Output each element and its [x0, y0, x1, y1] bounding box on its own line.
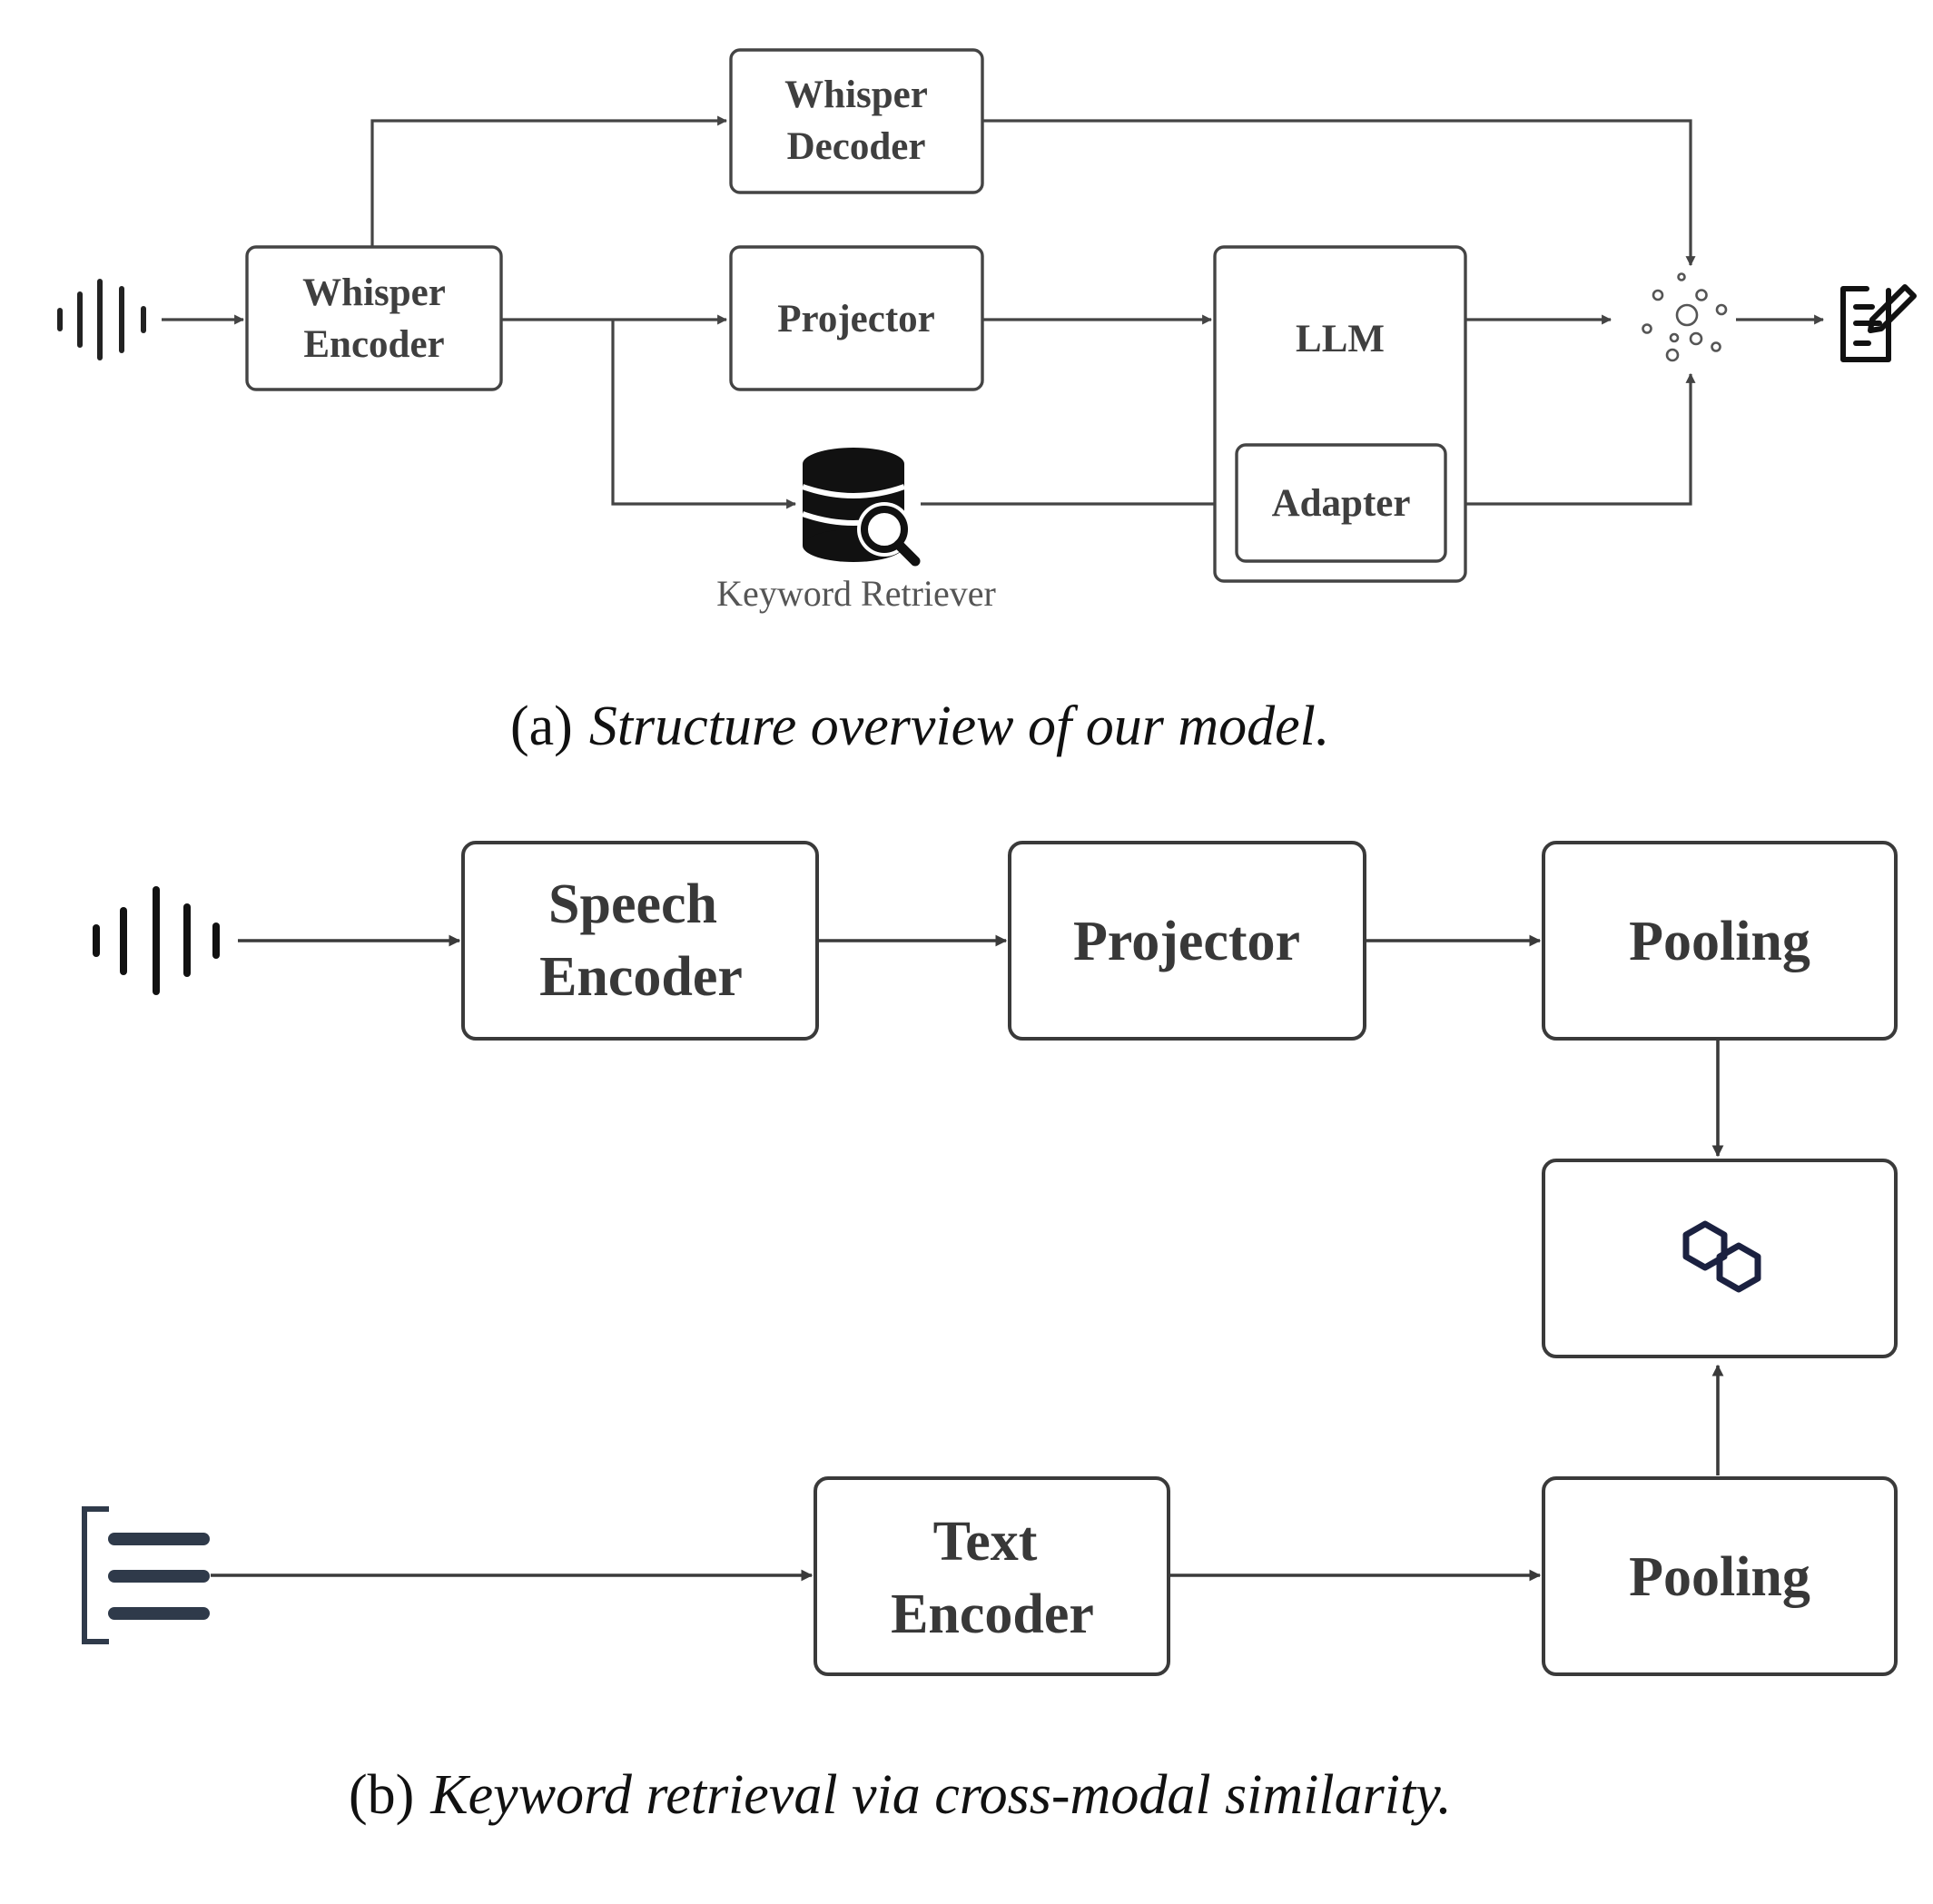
keyword-retriever-label: Keyword Retriever [716, 573, 996, 614]
text-encoder-label-line2: Encoder [891, 1583, 1094, 1645]
waveform-icon-b [93, 886, 220, 995]
speech-encoder-box: Speech Encoder [461, 841, 819, 1041]
linked-hexagons-icon [1682, 1220, 1761, 1293]
fusion-dots-icon [1642, 272, 1728, 362]
database-search-icon [801, 448, 921, 567]
pooling-label-top: Pooling [1629, 911, 1810, 972]
pooling-box-top: Pooling [1542, 841, 1898, 1041]
whisper-decoder-box: Whisper Decoder [729, 48, 984, 194]
adapter-label: Adapter [1272, 482, 1411, 525]
caption-a: (a) Structure overview of our model. [510, 696, 1329, 757]
panel-b: Speech Encoder Projector Pooling Text En… [82, 841, 1898, 1826]
caption-a-label: (a) [510, 696, 573, 757]
whisper-encoder-label-line1: Whisper [302, 271, 446, 314]
projector-label-a: Projector [777, 298, 934, 340]
projector-label-b: Projector [1073, 911, 1300, 972]
speech-encoder-label-line2: Encoder [539, 946, 743, 1008]
caption-a-text: Structure overview of our model. [589, 696, 1330, 757]
whisper-decoder-label-line1: Whisper [784, 74, 928, 116]
llm-label: LLM [1296, 318, 1385, 360]
projector-box-b: Projector [1008, 841, 1366, 1041]
text-encoder-box: Text Encoder [814, 1476, 1170, 1676]
waveform-icon [57, 279, 146, 360]
adapter-box: Adapter [1235, 443, 1447, 563]
pooling-label-bottom: Pooling [1629, 1546, 1810, 1608]
caption-b: (b)Keyword retrieval via cross-modal sim… [349, 1764, 1452, 1826]
caption-b-text: Keyword retrieval via cross-modal simila… [429, 1764, 1452, 1826]
similarity-box [1542, 1159, 1898, 1358]
projector-box-a: Projector [729, 245, 984, 391]
speech-encoder-label-line1: Speech [548, 873, 717, 935]
whisper-decoder-label-line2: Decoder [787, 125, 926, 168]
panel-a: Whisper Encoder Whisper Decoder Projecto… [57, 48, 1917, 757]
text-lines-icon [82, 1506, 210, 1644]
panel-b-connectors [211, 934, 1724, 1582]
whisper-encoder-label-line2: Encoder [303, 323, 444, 366]
whisper-encoder-box: Whisper Encoder [245, 245, 503, 391]
document-edit-icon [1840, 284, 1917, 362]
pooling-box-bottom: Pooling [1542, 1476, 1898, 1676]
caption-b-label: (b) [349, 1764, 414, 1826]
text-encoder-label-line1: Text [933, 1511, 1038, 1573]
panel-a-connectors [162, 115, 1825, 509]
